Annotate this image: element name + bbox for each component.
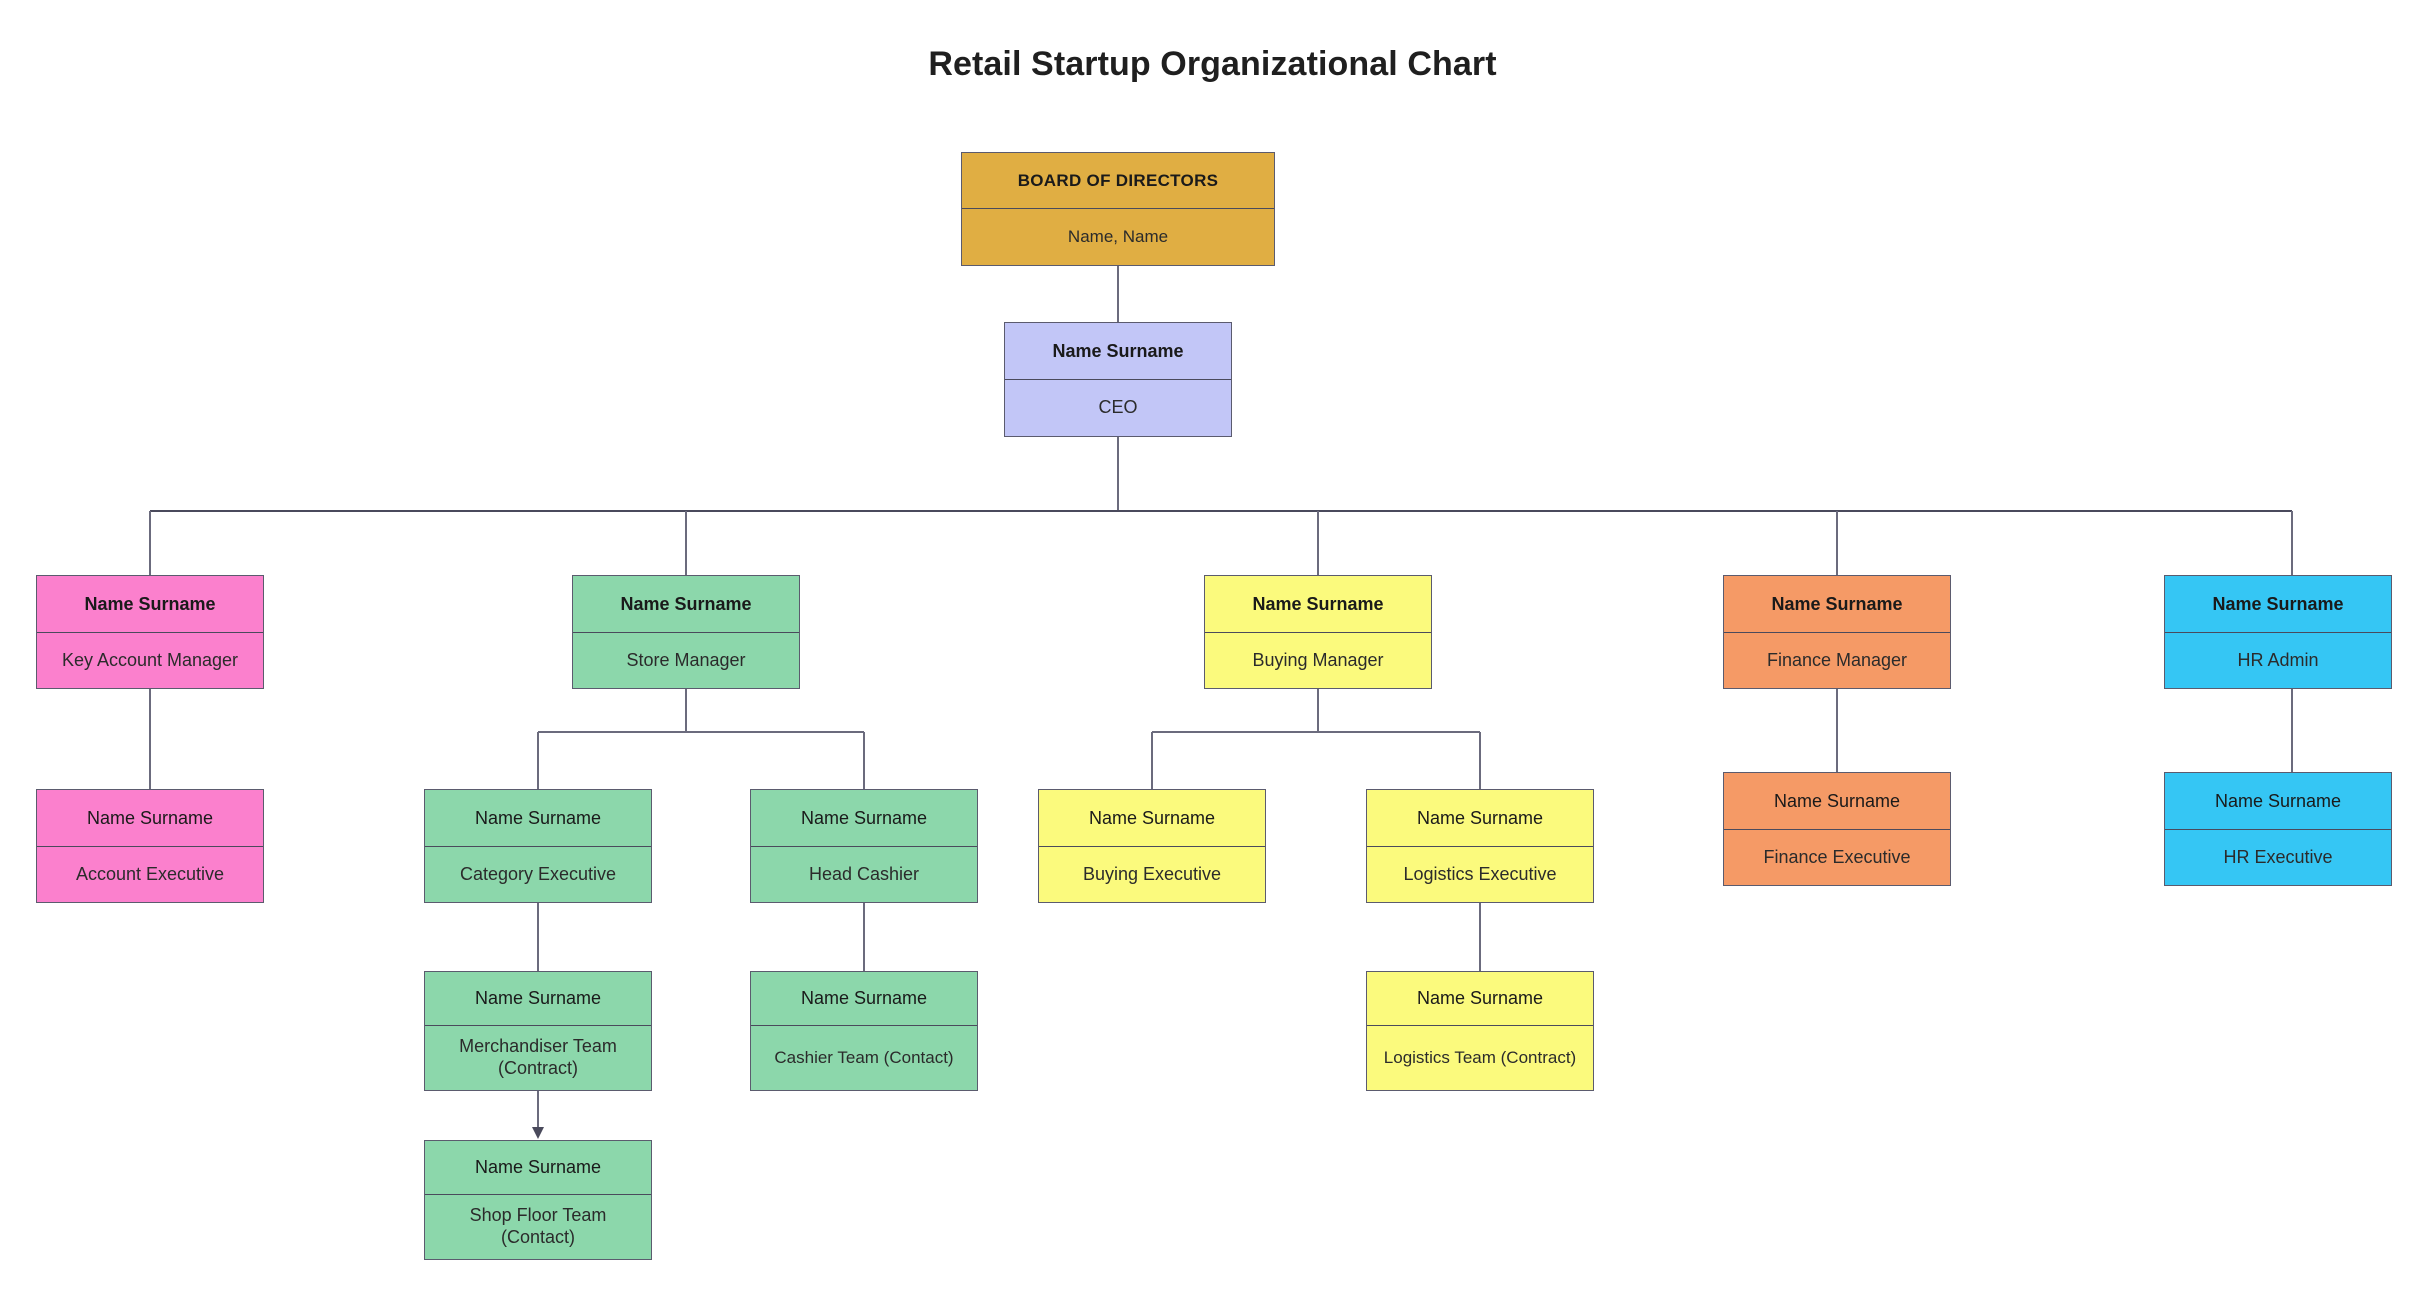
node-buying-executive[interactable]: Name Surname Buying Executive: [1038, 789, 1266, 903]
node-store-manager-role: Store Manager: [626, 649, 746, 670]
node-account-executive[interactable]: Name Surname Account Executive: [36, 789, 264, 903]
node-board-of-directors-name: BOARD OF DIRECTORS: [962, 153, 1274, 209]
node-ceo-role: CEO: [1098, 397, 1138, 418]
node-logistics-team-name: Name Surname: [1367, 972, 1593, 1026]
node-hr-admin[interactable]: Name Surname HR Admin: [2164, 575, 2392, 689]
node-shop-floor-team[interactable]: Name Surname Shop Floor Team (Contact): [424, 1140, 652, 1260]
node-buying-manager-name: Name Surname: [1205, 576, 1431, 633]
node-store-manager[interactable]: Name Surname Store Manager: [572, 575, 800, 689]
node-board-of-directors[interactable]: BOARD OF DIRECTORS Name, Name: [961, 152, 1275, 266]
node-logistics-executive[interactable]: Name Surname Logistics Executive: [1366, 789, 1594, 903]
node-buying-executive-name: Name Surname: [1039, 790, 1265, 847]
node-merchandiser-team-role-line1: Merchandiser Team: [459, 1036, 617, 1057]
node-head-cashier[interactable]: Name Surname Head Cashier: [750, 789, 978, 903]
node-head-cashier-name: Name Surname: [751, 790, 977, 847]
node-finance-executive[interactable]: Name Surname Finance Executive: [1723, 772, 1951, 886]
node-key-account-manager[interactable]: Name Surname Key Account Manager: [36, 575, 264, 689]
node-ceo-name: Name Surname: [1005, 323, 1231, 380]
node-logistics-team-role: Logistics Team (Contract): [1383, 1047, 1577, 1067]
node-store-manager-name: Name Surname: [573, 576, 799, 633]
node-cashier-team-name: Name Surname: [751, 972, 977, 1026]
node-logistics-team[interactable]: Name Surname Logistics Team (Contract): [1366, 971, 1594, 1091]
node-hr-executive-name: Name Surname: [2165, 773, 2391, 830]
node-key-account-manager-name: Name Surname: [37, 576, 263, 633]
node-key-account-manager-role: Key Account Manager: [61, 649, 239, 670]
node-buying-manager[interactable]: Name Surname Buying Manager: [1204, 575, 1432, 689]
node-account-executive-role: Account Executive: [75, 863, 225, 884]
node-merchandiser-team-role-line2: (Contract): [497, 1058, 578, 1078]
node-hr-admin-role: HR Admin: [2237, 649, 2319, 670]
node-shop-floor-team-role-line2: (Contact): [500, 1227, 576, 1247]
node-board-of-directors-role: Name, Name: [1067, 226, 1169, 246]
node-head-cashier-role: Head Cashier: [808, 863, 920, 884]
node-finance-executive-role: Finance Executive: [1763, 846, 1911, 867]
node-finance-manager-name: Name Surname: [1724, 576, 1950, 633]
node-merchandiser-team-name: Name Surname: [425, 972, 651, 1026]
node-logistics-executive-name: Name Surname: [1367, 790, 1593, 847]
node-shop-floor-team-name: Name Surname: [425, 1141, 651, 1195]
node-hr-admin-name: Name Surname: [2165, 576, 2391, 633]
node-finance-manager-role: Finance Manager: [1766, 649, 1908, 670]
node-hr-executive[interactable]: Name Surname HR Executive: [2164, 772, 2392, 886]
node-shop-floor-team-role-line1: Shop Floor Team: [469, 1205, 607, 1226]
node-account-executive-name: Name Surname: [37, 790, 263, 847]
node-cashier-team[interactable]: Name Surname Cashier Team (Contact): [750, 971, 978, 1091]
node-ceo[interactable]: Name Surname CEO: [1004, 322, 1232, 437]
node-cashier-team-role: Cashier Team (Contact): [774, 1047, 954, 1067]
node-hr-executive-role: HR Executive: [2223, 846, 2333, 867]
node-finance-executive-name: Name Surname: [1724, 773, 1950, 830]
node-category-executive[interactable]: Name Surname Category Executive: [424, 789, 652, 903]
node-logistics-executive-role: Logistics Executive: [1403, 863, 1557, 884]
node-category-executive-role: Category Executive: [459, 863, 617, 884]
node-buying-manager-role: Buying Manager: [1252, 649, 1384, 670]
node-finance-manager[interactable]: Name Surname Finance Manager: [1723, 575, 1951, 689]
node-merchandiser-team[interactable]: Name Surname Merchandiser Team (Contract…: [424, 971, 652, 1091]
node-buying-executive-role: Buying Executive: [1082, 863, 1222, 884]
node-category-executive-name: Name Surname: [425, 790, 651, 847]
page-title: Retail Startup Organizational Chart: [928, 45, 1497, 83]
node-merchandiser-team-role: Merchandiser Team (Contract): [425, 1026, 651, 1090]
node-shop-floor-team-role: Shop Floor Team (Contact): [425, 1195, 651, 1259]
